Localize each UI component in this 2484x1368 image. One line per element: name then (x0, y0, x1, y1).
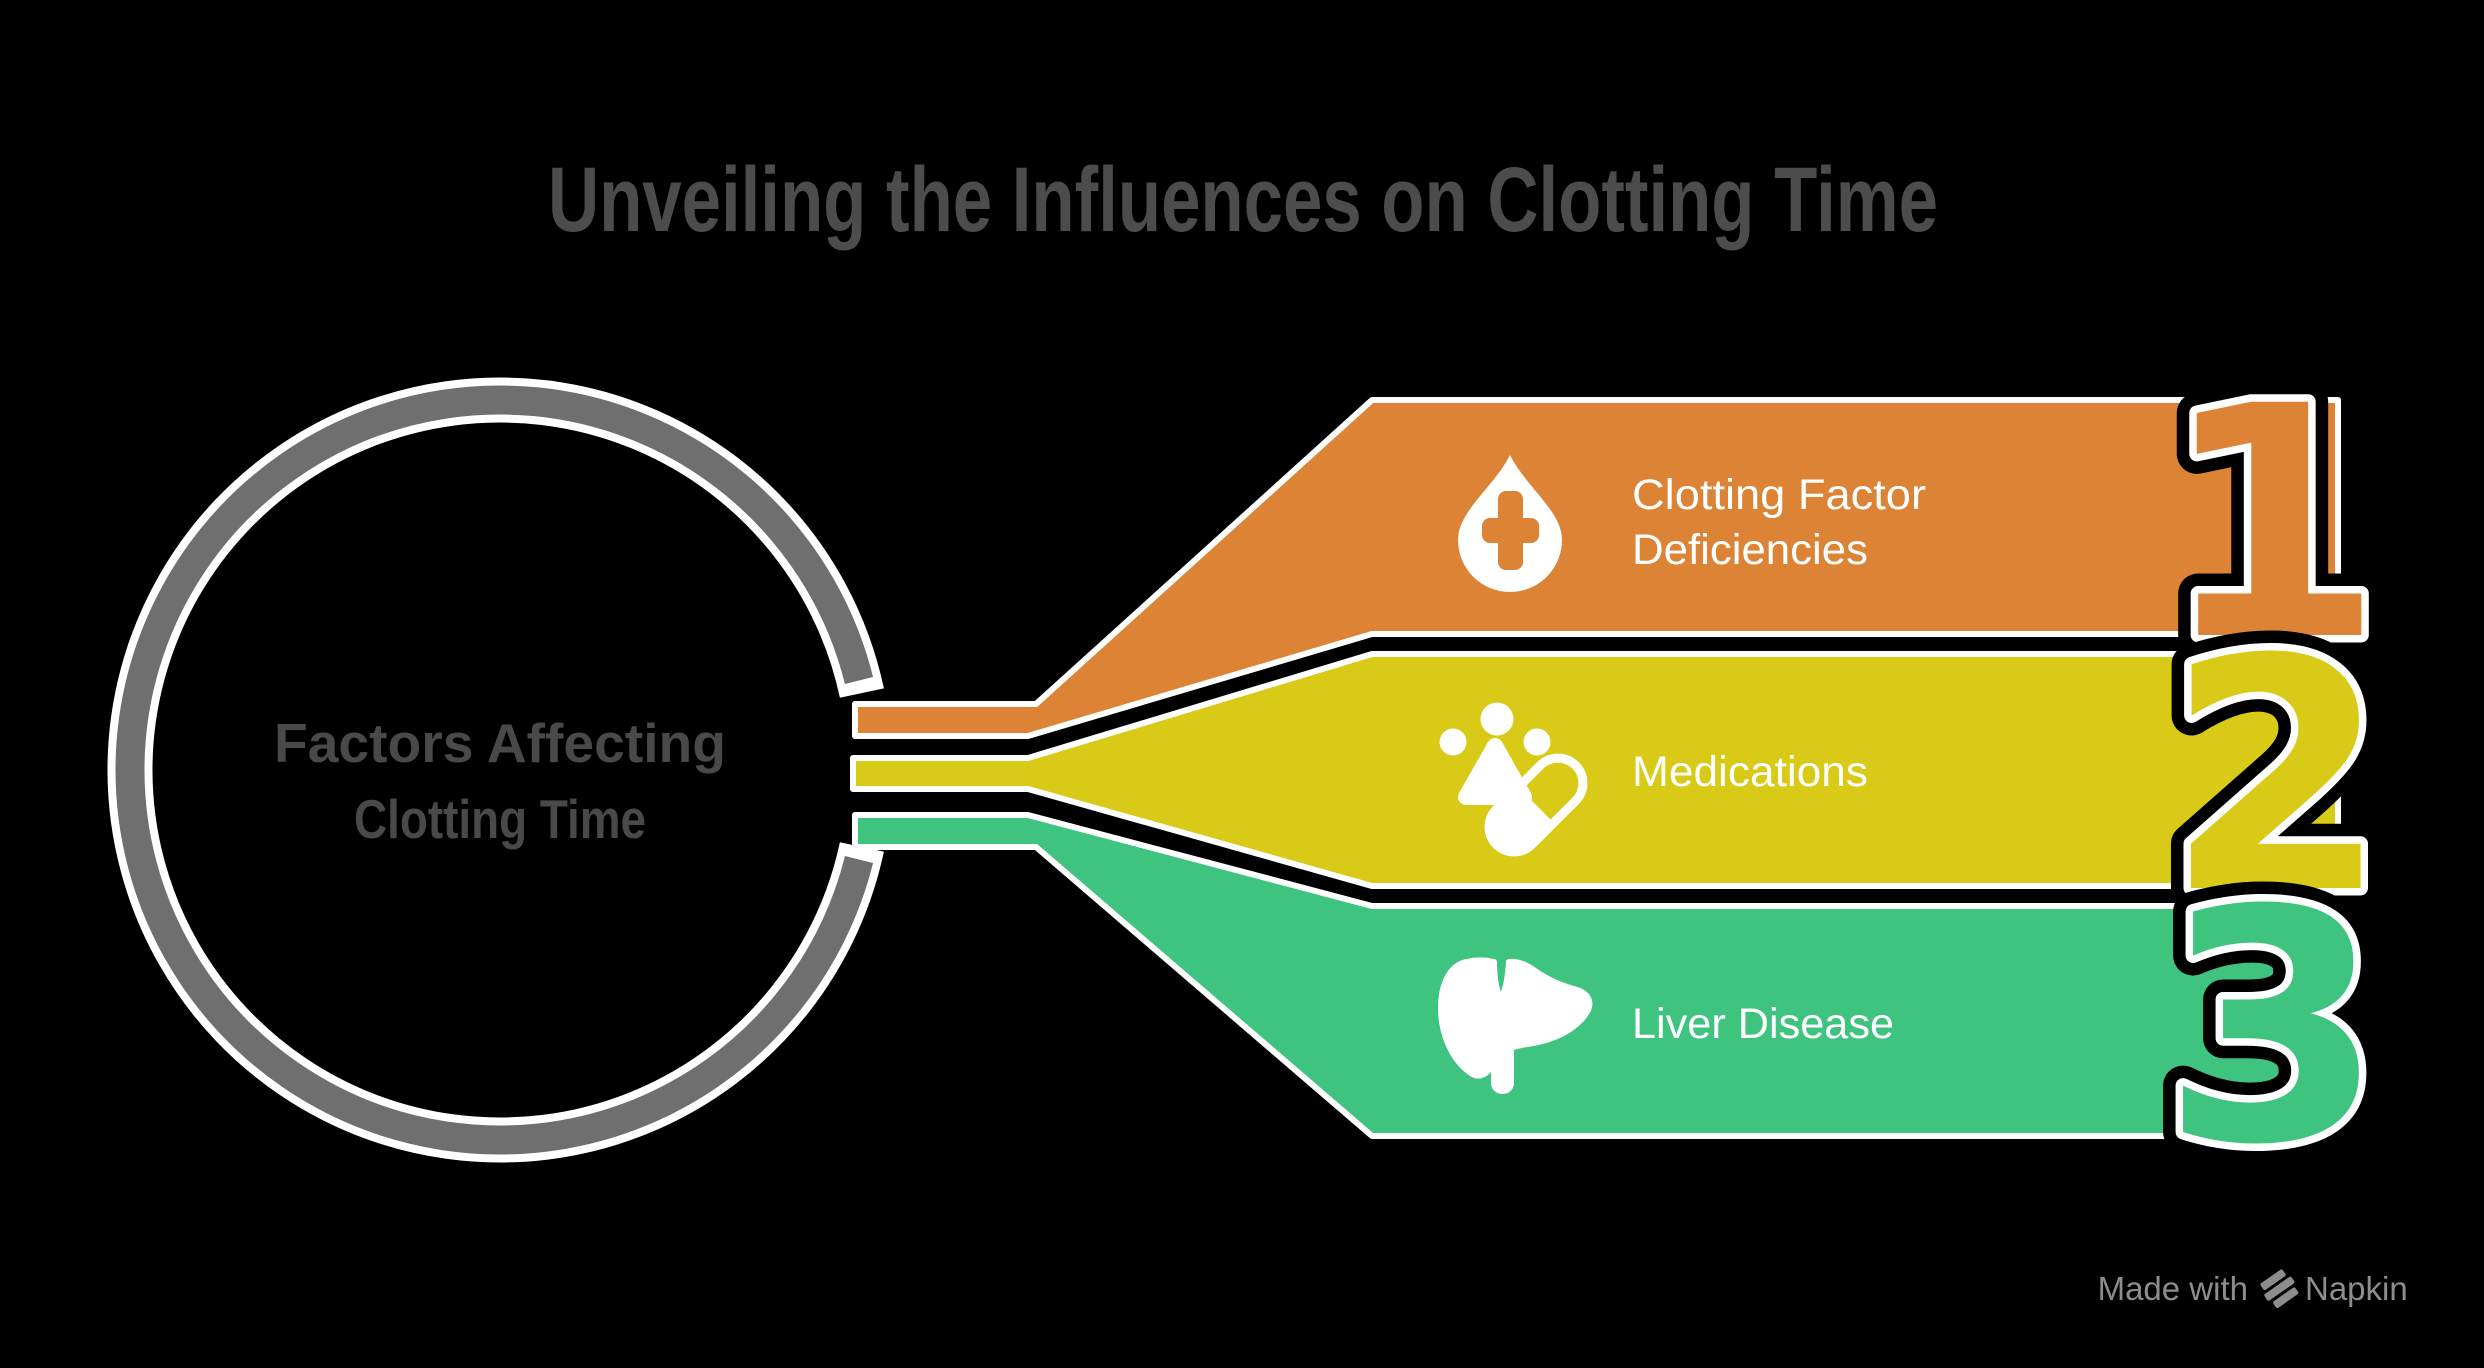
liver-icon (1438, 957, 1593, 1094)
pills-icon (1439, 702, 1588, 857)
item-2-medications: Medications 2 2 (850, 572, 2408, 984)
footer-brand: Napkin (2305, 1270, 2408, 1307)
item-label-2-line1: Medications (1632, 748, 1868, 796)
napkin-logo-icon (2260, 1269, 2299, 1308)
item-label-3-line1: Liver Disease (1632, 1000, 1894, 1048)
footer-made-with: Made with (2098, 1270, 2248, 1307)
page-title: Unveiling the Influences on Clotting Tim… (548, 149, 1938, 251)
hub-label-line1: Factors Affecting (274, 712, 726, 774)
item-number-3: 3 (2162, 843, 2385, 1215)
footer-credit: Made with Napkin (2098, 1269, 2408, 1308)
hub-circle: Factors Affecting Clotting Time (107, 377, 884, 1163)
blood-drop-medical-icon (1458, 455, 1562, 592)
hub-label-line2: Clotting Time (354, 788, 646, 850)
item-banner-3 (852, 812, 2341, 1139)
item-banner-2 (850, 651, 2341, 889)
item-label-1-line1: Clotting Factor (1632, 471, 1926, 519)
item-number-3-halo: 3 (2162, 843, 2385, 1215)
item-1-clotting-factor-deficiencies: Clotting Factor Deficiencies 1 1 (852, 319, 2403, 739)
item-banner-1 (852, 397, 2341, 739)
hub-ring (115, 385, 874, 1155)
item-label-1-line2: Deficiencies (1632, 526, 1868, 574)
item-3-liver-disease: Liver Disease 3 3 (852, 812, 2404, 1235)
